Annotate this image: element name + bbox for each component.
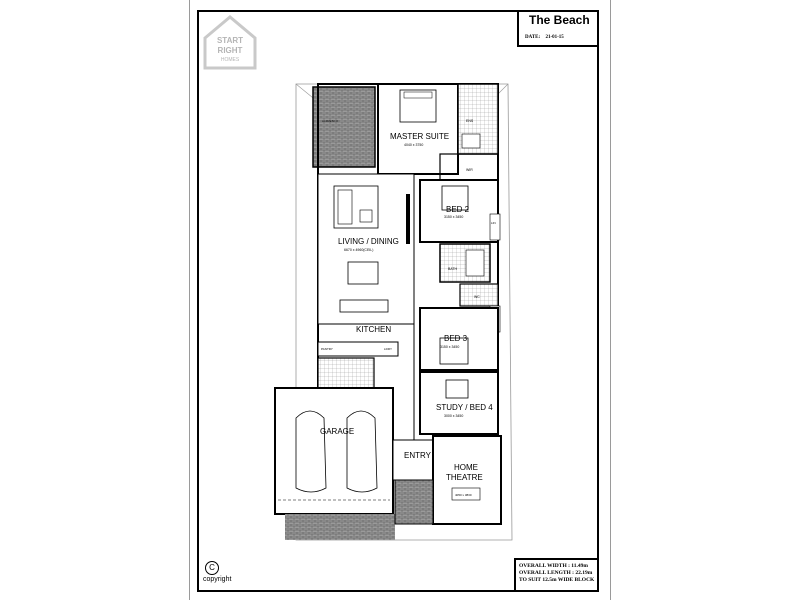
- svg-text:START: START: [217, 36, 243, 45]
- overall-width: OVERALL WIDTH : 11.49m: [519, 563, 588, 569]
- driveway: [285, 514, 395, 540]
- home-theatre-label-2: THEATRE: [446, 473, 483, 482]
- laundry-label: LDRY: [384, 347, 392, 351]
- bed-3-label: BED 3: [444, 334, 468, 343]
- bed-2-dims: 3150 x 3450: [444, 215, 463, 219]
- copyright-icon: C: [205, 561, 219, 575]
- porch: [394, 479, 434, 525]
- entry: [392, 439, 434, 481]
- wc: [459, 283, 499, 307]
- specs-block: OVERALL WIDTH : 11.49m OVERALL LENGTH : …: [514, 558, 599, 592]
- svg-text:HOMES: HOMES: [221, 57, 240, 63]
- home-theatre-label-1: HOME: [454, 463, 478, 472]
- bath-label: BATH: [448, 267, 458, 271]
- date-value: 21-01-15: [545, 35, 564, 40]
- wir-label: WIR: [466, 168, 473, 172]
- kitchen-bench: [317, 341, 399, 357]
- living-dining-dims: 6670 x 4960(CEIL): [344, 248, 373, 252]
- home-theatre: [432, 435, 502, 525]
- plan-title: The Beach: [529, 13, 590, 27]
- ensuite-label: ENS: [466, 119, 474, 123]
- title-block: [517, 10, 599, 47]
- alfresco-label: ALFRESCO: [322, 119, 339, 123]
- home-theatre-dims: 4050 x 3830: [455, 493, 472, 497]
- wc-label: WC: [474, 295, 480, 299]
- study-dims: 3000 x 3450: [444, 414, 463, 418]
- kitchen-label: KITCHEN: [356, 325, 391, 334]
- living-dining-label: LIVING / DINING: [338, 237, 399, 246]
- garage: [274, 387, 394, 515]
- bed-3-dims: 3150 x 3450: [440, 345, 459, 349]
- bed-2-label: BED 2: [446, 205, 470, 214]
- svg-text:RIGHT: RIGHT: [218, 46, 243, 55]
- kitchen-island: [339, 299, 389, 313]
- overall-length: OVERALL LENGTH : 22.19m: [519, 570, 593, 576]
- car-2: [346, 410, 378, 493]
- block-suit: TO SUIT 12.5m WIDE BLOCK: [519, 577, 595, 583]
- master-suite-label: MASTER SUITE: [390, 132, 449, 141]
- alfresco-area: [312, 86, 376, 168]
- linen-1-label: LIN: [491, 221, 496, 225]
- drawing-border: [197, 10, 599, 592]
- copyright-text: copyright: [203, 576, 232, 583]
- master-suite-dims: 4040 x 3750: [404, 143, 423, 147]
- date-row: DATE: 21-01-15: [525, 35, 568, 40]
- study-label: STUDY / BED 4: [436, 403, 493, 412]
- date-label: DATE:: [525, 35, 541, 40]
- start-right-homes-logo: START RIGHT HOMES: [203, 15, 257, 70]
- entry-label: ENTRY: [404, 451, 432, 460]
- laundry-area: [317, 357, 375, 389]
- garage-label: GARAGE: [320, 427, 354, 436]
- pantry-label: PANTRY: [321, 347, 333, 351]
- car-1: [295, 410, 327, 493]
